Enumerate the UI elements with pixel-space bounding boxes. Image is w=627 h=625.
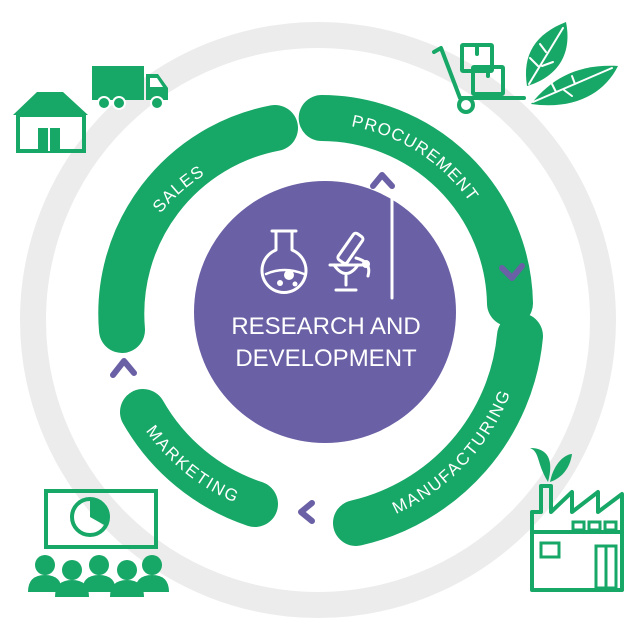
background-ring: [20, 22, 616, 618]
marketing-segment[interactable]: [120, 389, 278, 527]
chevron-down-icon: [499, 263, 525, 281]
manufacturing-segment[interactable]: [333, 313, 543, 546]
sales-segment[interactable]: [98, 105, 298, 353]
leaf-veins: [528, 27, 613, 103]
procurement-segment[interactable]: [298, 95, 533, 327]
center-title-line-1: RESEARCH AND: [231, 313, 420, 340]
presentation-audience-icon: [28, 489, 169, 597]
warehouse-icon: [13, 92, 88, 153]
factory-icon: [530, 448, 624, 592]
center-title-line-2: DEVELOPMENT: [235, 345, 417, 372]
delivery-truck-icon: [92, 66, 168, 110]
research-development-circle[interactable]: [194, 181, 456, 443]
flask-icon: [260, 229, 308, 294]
hand-truck-icon: [432, 43, 526, 114]
chevron-up-icon: [110, 358, 137, 378]
leaves-icon: [525, 22, 618, 106]
microscope-icon: [328, 231, 371, 292]
chevron-left-icon: [298, 500, 315, 524]
arrow-up-icon: [370, 172, 395, 189]
